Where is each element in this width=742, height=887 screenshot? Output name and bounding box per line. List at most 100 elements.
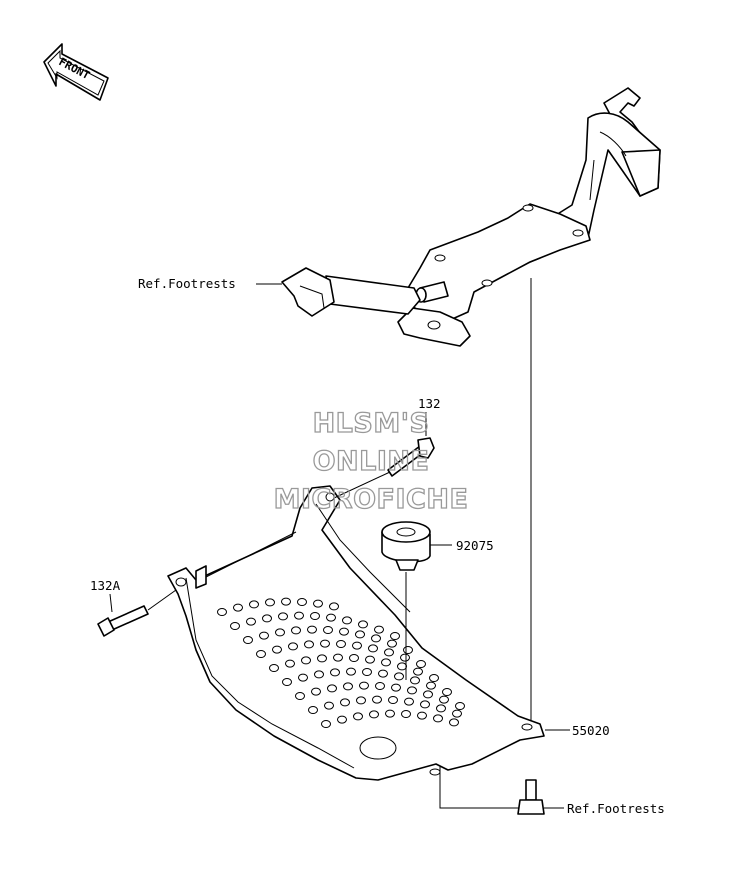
perforation-hole [381, 658, 391, 667]
perforation-hole [278, 612, 288, 621]
perforation-hole [308, 706, 318, 714]
perforation-hole [369, 710, 379, 719]
perforation-hole [378, 669, 388, 678]
perforation-hole [272, 645, 282, 654]
perforation-hole [265, 598, 275, 607]
perforation-hole [259, 631, 269, 640]
perforation-hole [337, 715, 347, 724]
perforation-hole [297, 598, 307, 606]
perforation-hole [307, 625, 317, 634]
perforation-hole [304, 640, 314, 649]
perforation-hole [333, 653, 343, 662]
perforation-hole [262, 614, 272, 623]
perforation-hole [390, 632, 400, 640]
perforation-hole [388, 696, 398, 704]
perforation-hole [275, 628, 285, 637]
perforation-hole [294, 611, 304, 620]
perforation-hole [269, 664, 279, 672]
watermark-line3: MICROFICHE [274, 484, 469, 515]
callout-132: 132 [418, 396, 441, 411]
perforation-hole [314, 670, 324, 679]
perforation-hole [311, 687, 321, 696]
perforation-hole [295, 692, 305, 700]
perforation-hole [374, 625, 384, 634]
perforation-hole [410, 676, 420, 685]
perforation-hole [330, 668, 340, 677]
perforation-hole [413, 667, 423, 676]
perforation-hole [401, 710, 411, 718]
perforation-hole [249, 600, 259, 609]
perforation-hole [359, 681, 369, 690]
perforation-hole [317, 654, 327, 663]
perforation-hole [407, 686, 417, 695]
perforation-hole [375, 682, 385, 690]
perforation-hole [349, 654, 359, 662]
perforation-holes [217, 597, 465, 728]
perforation-hole [288, 642, 298, 651]
perforation-hole [384, 648, 394, 657]
footrest-bracket [256, 87, 661, 347]
perforation-hole [423, 690, 433, 699]
front-arrow-icon: FRONT [43, 43, 109, 101]
perforation-hole [326, 613, 336, 622]
perforation-hole [281, 597, 291, 606]
perforation-hole [391, 683, 401, 692]
bolt-132A [97, 589, 177, 637]
perforation-hole [429, 674, 439, 682]
perforation-hole [452, 709, 462, 718]
callout-ref-footrests-bottom: Ref.Footrests [567, 801, 665, 816]
perforation-hole [420, 700, 430, 709]
perforation-hole [400, 653, 410, 662]
watermark: HLSM'S ONLINE MICROFICHE [273, 407, 469, 515]
perforation-hole [449, 718, 459, 727]
perforation-hole [282, 678, 292, 686]
perforation-hole [426, 681, 436, 690]
perforation-hole [387, 639, 397, 648]
perforation-hole [246, 617, 256, 626]
perforation-hole [342, 616, 352, 625]
perforation-hole [436, 704, 446, 713]
perforation-hole [362, 668, 372, 676]
perforation-hole [343, 682, 353, 691]
watermark-line2: ONLINE [313, 446, 430, 477]
perforation-hole [372, 695, 382, 704]
perforation-hole [323, 626, 333, 634]
bolt-bottom [517, 779, 564, 815]
watermark-line1: HLSM'S [313, 408, 430, 439]
perforation-hole [417, 711, 427, 720]
perforation-hole [233, 603, 243, 612]
callout-132A: 132A [90, 578, 121, 593]
perforation-hole [352, 641, 362, 650]
perforation-hole [346, 667, 356, 676]
callout-55020: 55020 [572, 723, 610, 738]
perforation-hole [230, 622, 240, 630]
perforation-hole [329, 602, 339, 611]
perforation-hole [356, 696, 366, 705]
perforation-hole [358, 620, 368, 629]
perforation-hole [416, 660, 426, 668]
perforation-hole [243, 636, 253, 644]
perforation-hole [320, 639, 330, 648]
perforation-hole [217, 608, 227, 616]
perforation-hole [353, 712, 363, 721]
collar-92075 [381, 521, 452, 680]
perforation-hole [285, 659, 295, 668]
perforation-hole [385, 709, 395, 718]
perforation-hole [313, 599, 323, 608]
callout-ref-footrests-top: Ref.Footrests [138, 276, 236, 291]
perforation-hole [298, 673, 308, 682]
perforation-hole [301, 656, 311, 665]
perforation-hole [340, 698, 350, 707]
perforation-hole [397, 662, 407, 671]
perforation-hole [404, 697, 414, 706]
perforation-hole [394, 672, 404, 681]
perforation-hole [371, 634, 381, 643]
skid-plate [167, 485, 545, 809]
perforation-hole [403, 646, 413, 654]
perforation-hole [455, 702, 465, 710]
callout-92075: 92075 [456, 538, 494, 553]
perforation-hole [365, 655, 375, 664]
perforation-hole [355, 630, 365, 639]
perforation-hole [256, 650, 266, 658]
